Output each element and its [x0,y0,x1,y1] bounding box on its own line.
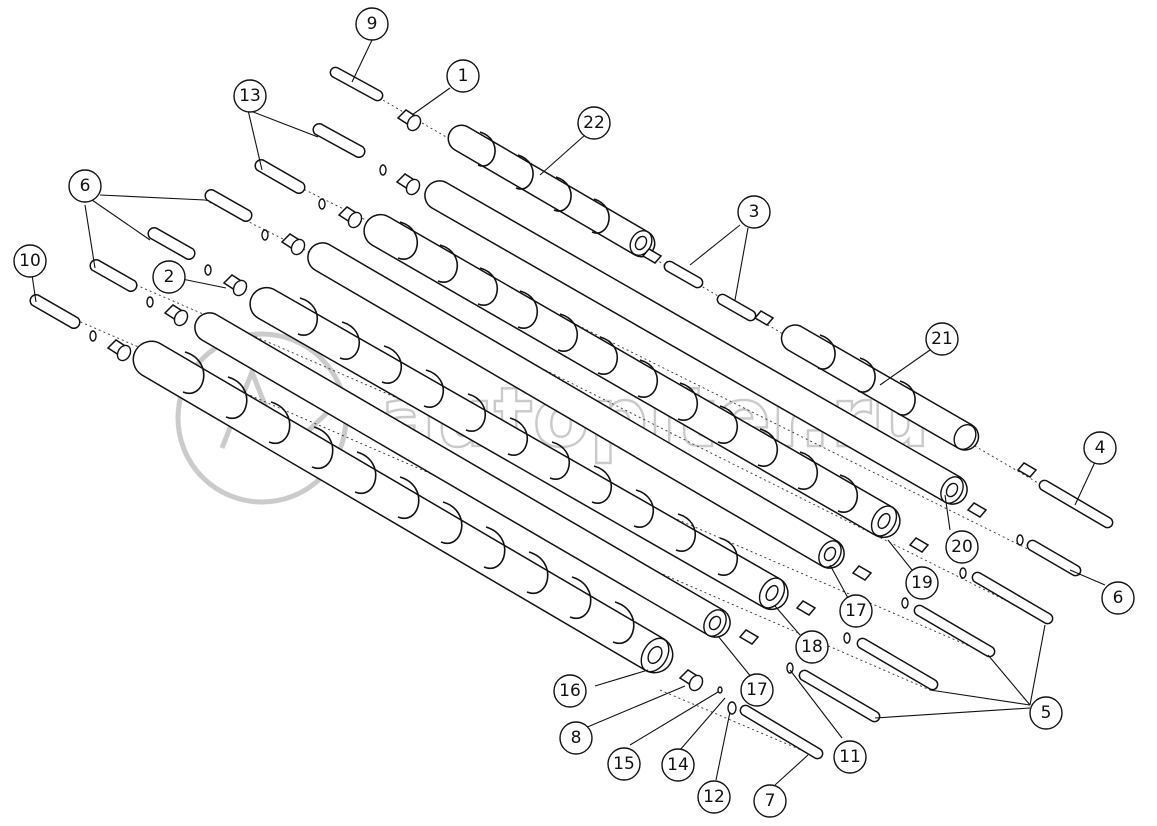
callout-22: 22 [577,106,611,140]
svg-text:11: 11 [839,747,861,767]
svg-text:17: 17 [746,680,768,700]
callout-17-lower: 17 [740,673,774,707]
svg-text:19: 19 [911,573,933,593]
auger-22 [447,124,656,258]
callout-10: 10 [13,244,47,278]
tube-17-upper [307,242,845,569]
callout-6-right: 6 [1101,581,1135,615]
svg-text:16: 16 [559,681,581,701]
callout-13: 13 [233,79,267,113]
right-shafts [663,260,1114,760]
left-pins [29,66,384,330]
parts-group [29,66,1114,760]
callout-18: 18 [795,630,829,664]
tube-20 [424,180,968,505]
svg-text:20: 20 [951,537,973,557]
washers [89,164,1024,715]
svg-text:17: 17 [845,601,867,621]
svg-text:1: 1 [458,66,469,86]
auger-21 [780,324,980,451]
callout-5: 5 [1029,696,1063,730]
callout-7: 7 [753,784,787,818]
callout-21: 21 [925,322,959,356]
svg-text:5: 5 [1041,703,1052,723]
svg-text:6: 6 [80,176,91,196]
callout-8: 8 [559,721,593,755]
callout-17-upper: 17 [839,594,873,628]
svg-text:12: 12 [703,787,725,807]
svg-text:14: 14 [667,755,689,775]
svg-text:9: 9 [367,14,378,34]
svg-text:22: 22 [583,113,605,133]
svg-text:18: 18 [801,637,823,657]
svg-text:8: 8 [571,728,582,748]
svg-text:6: 6 [1113,588,1124,608]
svg-text:13: 13 [239,86,261,106]
callout-14: 14 [661,748,695,782]
callout-6-left: 6 [68,169,102,203]
auger-19 [363,213,901,539]
tube-17-lower [194,312,731,638]
callout-3: 3 [737,195,771,229]
svg-text:7: 7 [765,791,776,811]
callout-16: 16 [553,674,587,708]
svg-text:15: 15 [613,754,635,774]
callout-9: 9 [355,7,389,41]
svg-text:4: 4 [1095,438,1106,458]
callout-11: 11 [833,740,867,774]
callout-1: 1 [446,59,480,93]
auger-16 [132,340,674,674]
bushings [106,109,1038,692]
auger-18 [249,286,789,611]
svg-text:3: 3 [749,202,760,222]
callouts: 9 1 22 13 6 10 2 3 21 4 20 6 19 17 18 17… [13,7,1135,818]
callout-4: 4 [1083,431,1117,465]
svg-text:2: 2 [164,267,175,287]
leader-lines [31,39,1106,786]
callout-19: 19 [905,566,939,600]
callout-2: 2 [152,260,186,294]
callout-20: 20 [945,530,979,564]
callout-12: 12 [697,780,731,814]
svg-text:21: 21 [931,329,953,349]
callout-15: 15 [607,747,641,781]
svg-text:10: 10 [19,251,41,271]
